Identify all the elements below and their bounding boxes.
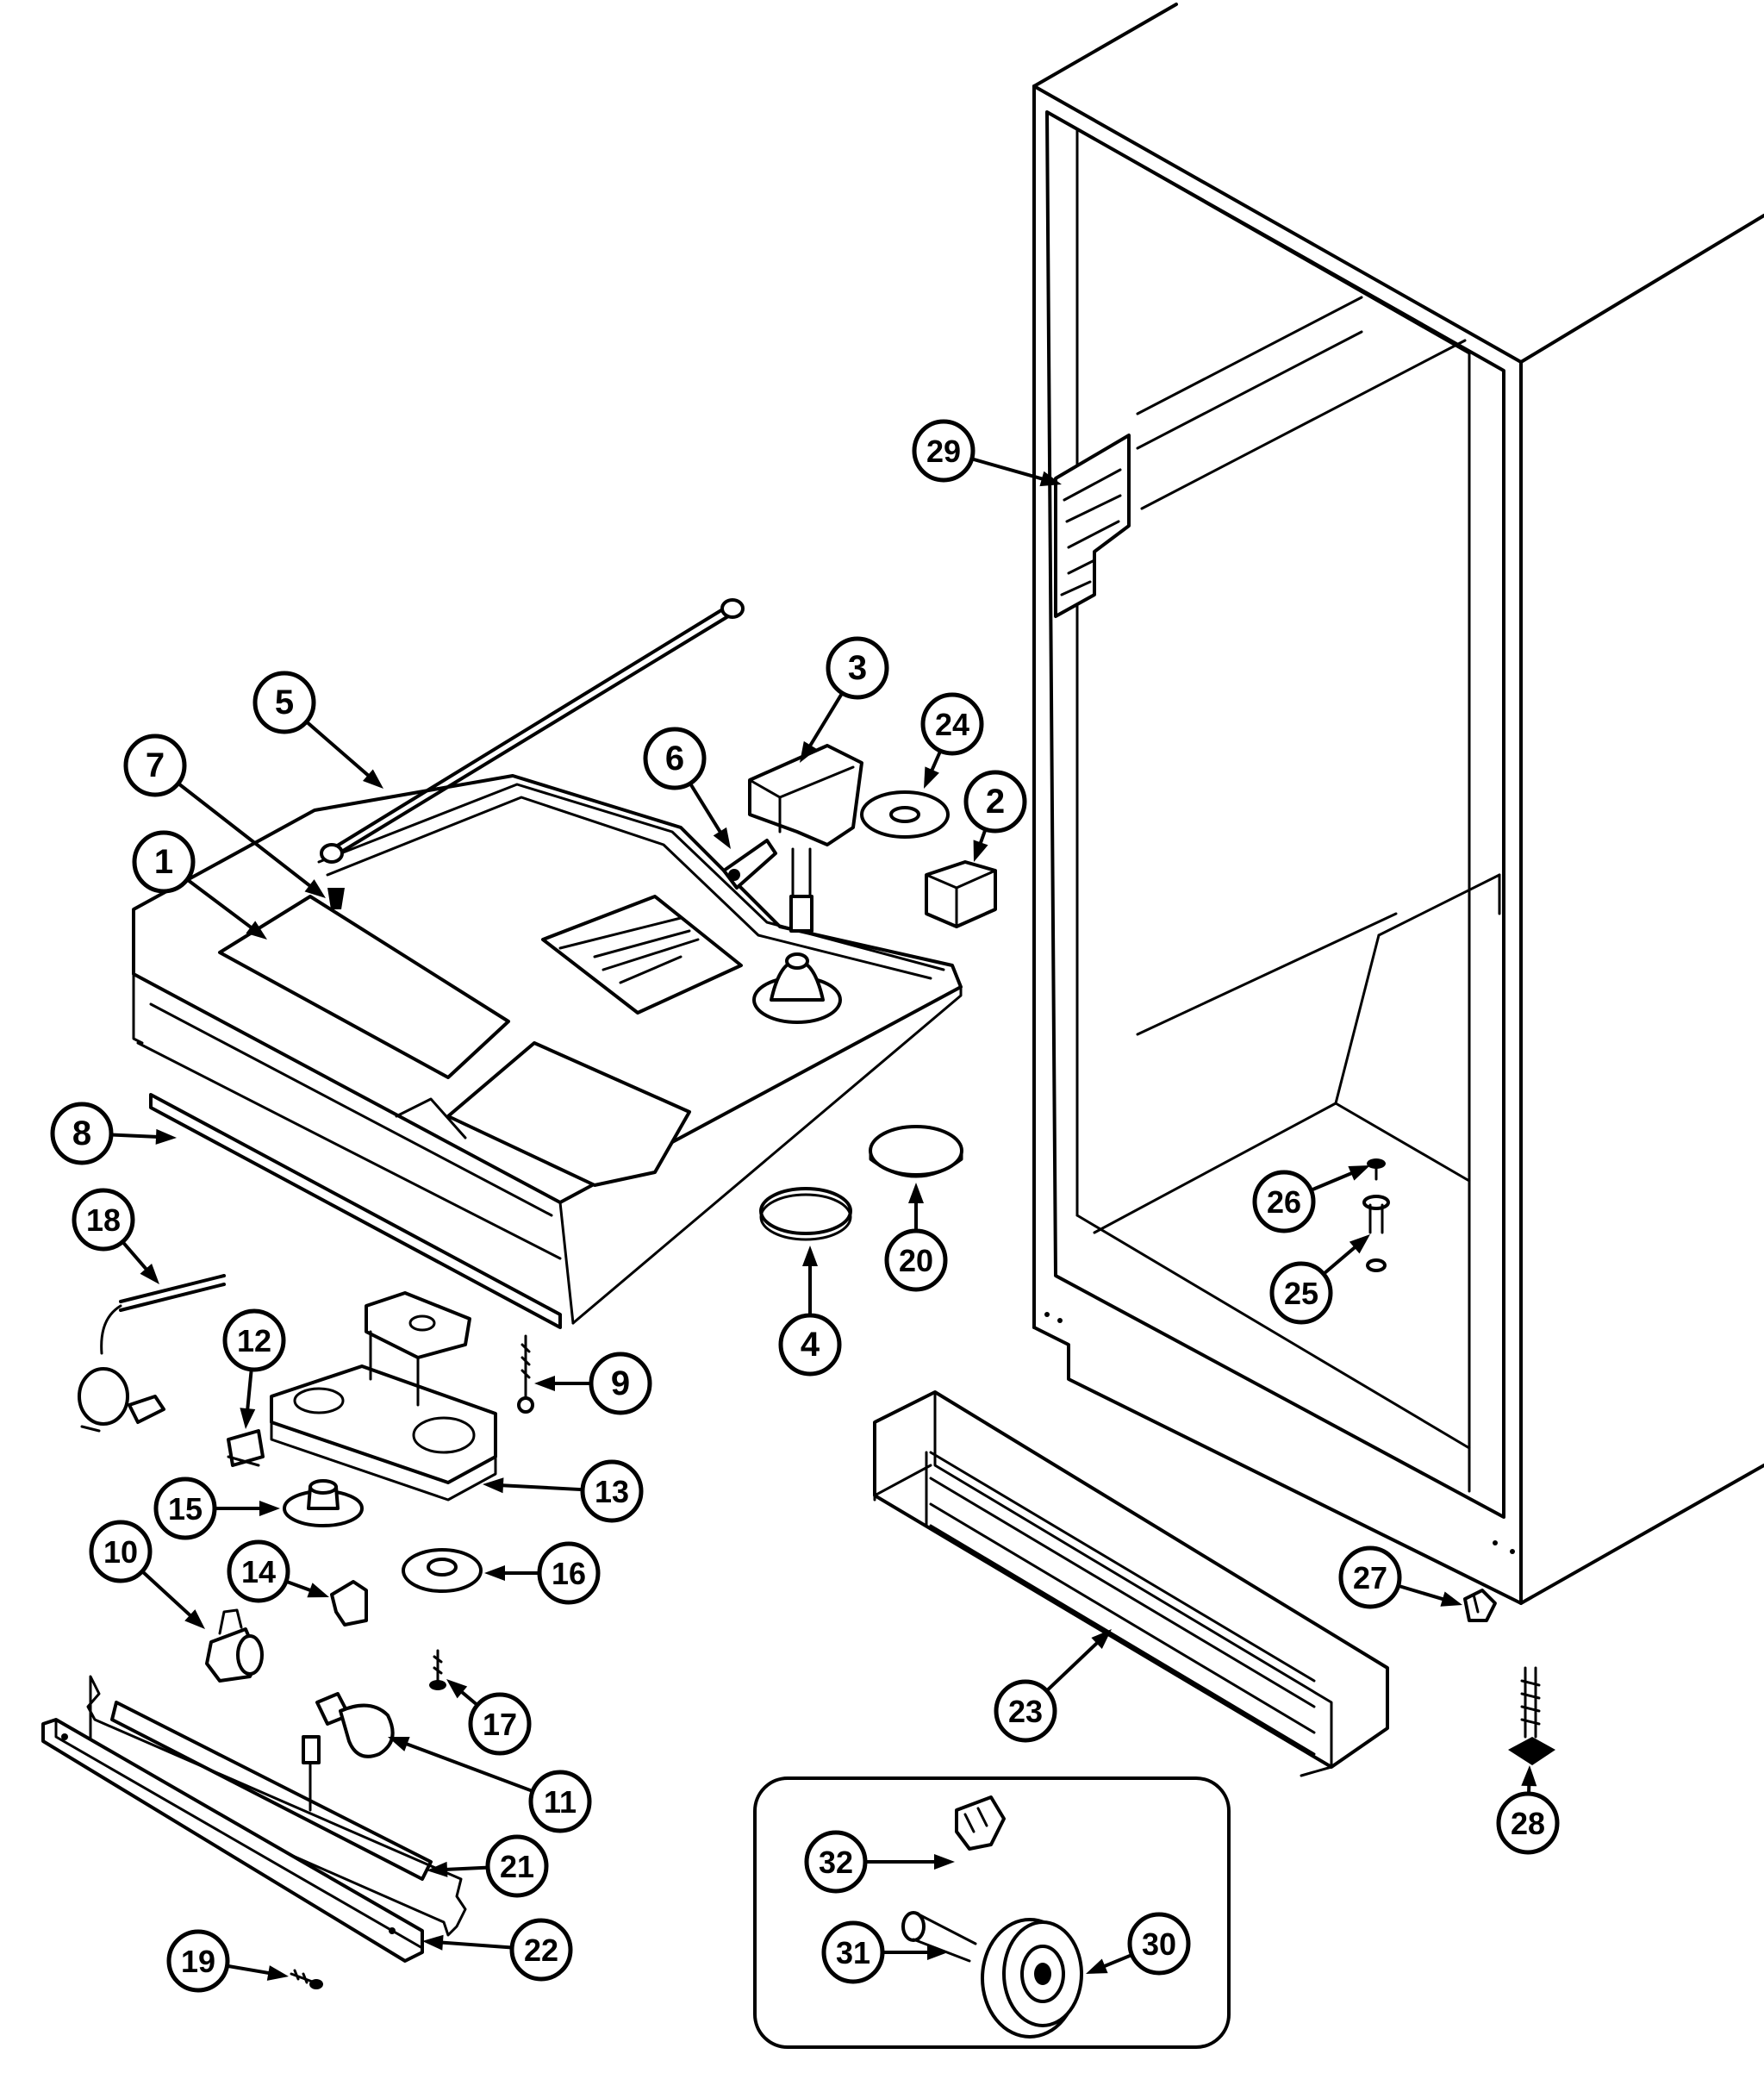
callout-label-23: 23	[1008, 1694, 1043, 1729]
callout-label-12: 12	[237, 1323, 271, 1358]
clip-27-part	[1465, 1590, 1495, 1620]
disc-20-part	[870, 1127, 962, 1177]
arrowhead-30	[1086, 1959, 1108, 1974]
thermostat-housing-part	[750, 746, 862, 931]
arrowhead-22	[422, 1935, 444, 1951]
callout-label-15: 15	[168, 1491, 203, 1527]
callout-label-2: 2	[986, 783, 1005, 821]
cabinet-shell	[1034, 4, 1764, 1603]
lightbulb-11-part	[317, 1694, 393, 1757]
arrowhead-12	[240, 1408, 255, 1429]
callout-label-25: 25	[1284, 1276, 1318, 1311]
arrowhead-24	[924, 766, 939, 789]
arrowhead-32	[934, 1854, 955, 1870]
arrowhead-15	[259, 1501, 280, 1516]
arrowhead-6	[714, 827, 731, 849]
callout-label-1: 1	[154, 843, 173, 881]
arrowhead-20	[908, 1183, 924, 1203]
callout-label-4: 4	[801, 1326, 820, 1364]
arrowhead-9	[534, 1376, 555, 1391]
callout-label-13: 13	[595, 1474, 629, 1509]
callout-label-29: 29	[926, 434, 961, 469]
leader-line-19	[228, 1966, 274, 1974]
leader-line-25	[1324, 1245, 1358, 1274]
screw-19-part	[291, 1970, 323, 1989]
callout-label-20: 20	[899, 1243, 933, 1278]
leader-line-8	[111, 1135, 161, 1138]
leader-line-18	[122, 1242, 149, 1273]
leader-line-22	[438, 1942, 512, 1947]
leader-line-5	[307, 721, 372, 778]
callout-label-11: 11	[544, 1784, 577, 1820]
bracket-10-part	[207, 1610, 262, 1681]
arrowhead-27	[1440, 1592, 1462, 1607]
arrowhead-26	[1348, 1165, 1370, 1181]
arrowhead-14	[307, 1583, 329, 1597]
arrowhead-28	[1521, 1765, 1536, 1786]
callout-label-9: 9	[611, 1364, 630, 1402]
leader-line-10	[142, 1571, 194, 1619]
callout-label-24: 24	[935, 707, 969, 742]
callout-label-30: 30	[1142, 1926, 1176, 1962]
callout-label-26: 26	[1267, 1184, 1301, 1220]
callout-label-19: 19	[181, 1944, 215, 1979]
ring-4-part	[761, 1189, 851, 1239]
callout-label-32: 32	[819, 1845, 853, 1880]
callout-label-27: 27	[1353, 1560, 1387, 1595]
leader-line-6	[690, 784, 723, 836]
leveling-leg-28-part	[1508, 1668, 1555, 1765]
arrowhead-16	[484, 1565, 505, 1581]
callout-label-3: 3	[848, 649, 867, 687]
callout-label-5: 5	[275, 684, 294, 721]
screw-17-part	[429, 1651, 446, 1690]
sensor-18-part	[79, 1276, 224, 1431]
callout-label-6: 6	[665, 740, 684, 777]
bolt-25-part	[1364, 1196, 1388, 1271]
tape-patch-part	[1056, 435, 1129, 616]
socket-15-part	[284, 1481, 362, 1526]
arrowhead-2	[974, 840, 988, 862]
callout-label-10: 10	[103, 1534, 138, 1570]
leader-line-13	[498, 1485, 583, 1489]
leader-line-26	[1311, 1171, 1356, 1190]
leader-line-21	[442, 1868, 488, 1870]
callout-label-7: 7	[146, 746, 165, 784]
clip-14-part	[332, 1582, 366, 1625]
callout-label-17: 17	[483, 1707, 517, 1742]
callout-label-18: 18	[86, 1202, 121, 1238]
callout-label-21: 21	[500, 1849, 534, 1884]
drain-pan-assembly	[134, 776, 961, 1323]
switch-2-part	[926, 862, 995, 927]
leader-line-3	[807, 693, 842, 750]
leader-line-23	[1047, 1639, 1100, 1690]
arrowhead-4	[802, 1246, 818, 1266]
heater-21-part	[88, 1677, 465, 1935]
leader-line-27	[1399, 1586, 1448, 1601]
callout-label-8: 8	[72, 1115, 91, 1152]
callout-label-14: 14	[241, 1554, 276, 1589]
clip-6-part	[724, 840, 776, 888]
arrowhead-19	[267, 1965, 289, 1981]
connector-12-part	[228, 1431, 263, 1465]
arrowhead-31	[927, 1945, 948, 1960]
washer-24-part	[862, 792, 948, 837]
screw-9-part	[519, 1336, 533, 1412]
callout-label-16: 16	[552, 1556, 586, 1591]
leader-line-12	[247, 1370, 252, 1414]
toe-grille-23-part	[875, 1392, 1387, 1776]
arrowhead-8	[156, 1129, 177, 1145]
light-housing-13-part	[271, 1293, 496, 1500]
socket-16-part	[403, 1550, 481, 1591]
callout-label-22: 22	[524, 1933, 558, 1968]
callout-label-28: 28	[1511, 1806, 1545, 1841]
screw-26-part	[1367, 1158, 1386, 1179]
callout-label-31: 31	[836, 1935, 870, 1970]
